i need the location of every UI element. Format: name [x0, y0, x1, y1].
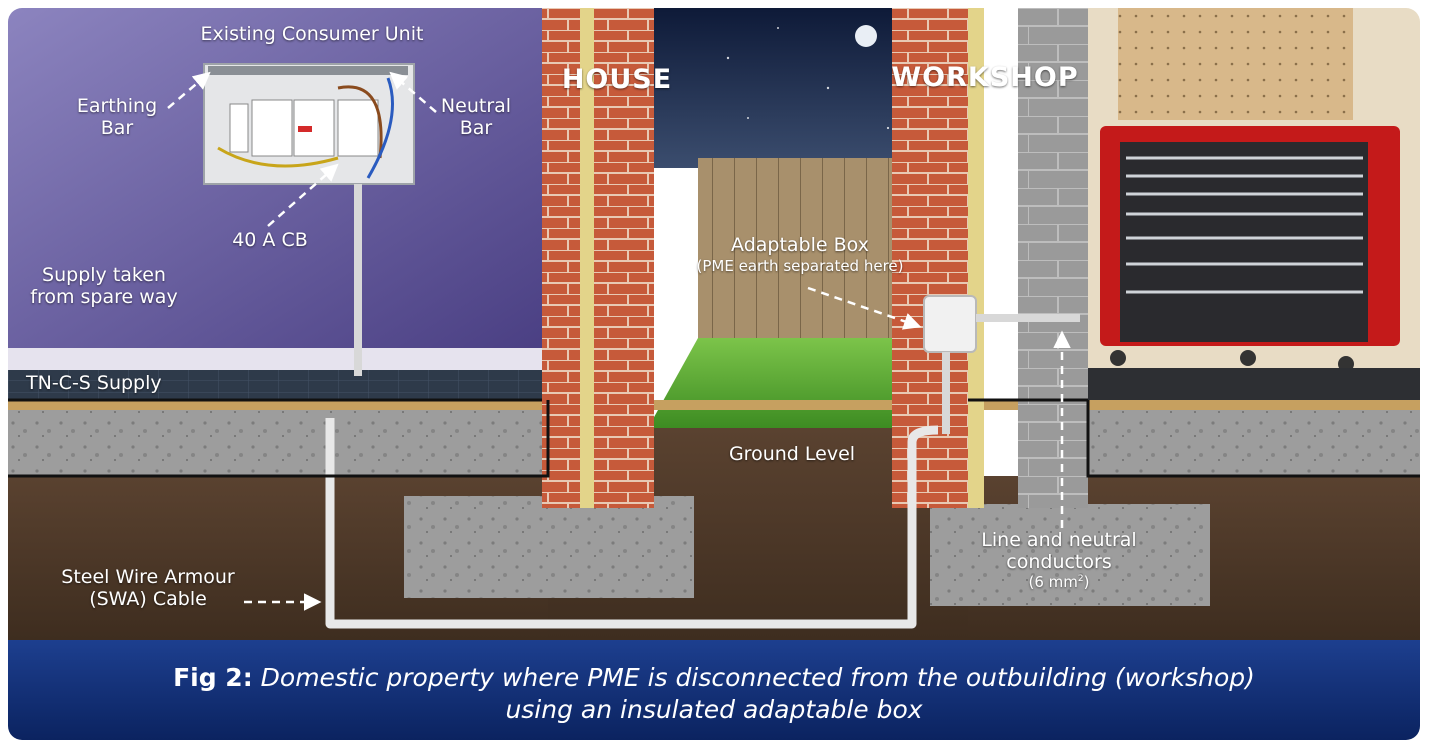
workshop-floor — [1088, 368, 1420, 400]
label-6mm-close: ) — [1083, 572, 1090, 591]
label-swa-cable: Steel Wire Armour (SWA) Cable — [48, 566, 248, 611]
caption-line2: using an insulated adaptable box — [505, 695, 923, 724]
label-earthing-bar: Earthing Bar — [62, 95, 172, 140]
label-supply-line1: Supply taken — [42, 264, 166, 286]
caption-line1: Fig 2: Domestic property where PME is di… — [8, 640, 1420, 694]
label-adaptable-box: Adaptable Box — [731, 234, 869, 256]
label-earthing-line2: Bar — [100, 116, 134, 139]
label-40a-cb: 40 A CB — [232, 229, 308, 251]
label-line-neutral-line3: (6 mm2) — [954, 572, 1164, 591]
consumer-unit — [203, 63, 415, 185]
caption-text1: Domestic property where PME is disconnec… — [260, 663, 1255, 692]
label-tncs-supply: TN-C-S Supply — [26, 372, 162, 394]
label-neutral-bar: Neutral Bar — [426, 95, 526, 140]
moon — [855, 25, 877, 47]
pointer-arrows — [167, 71, 1071, 611]
workshop-block-leaf — [1018, 8, 1088, 508]
figure-caption: Fig 2: Domestic property where PME is di… — [8, 640, 1420, 740]
label-line-neutral: Line and neutral conductors (6 mm2) — [954, 529, 1164, 591]
label-ground-level: Ground Level — [728, 443, 856, 465]
label-6mm-sup: 2 — [1077, 573, 1084, 584]
house-footing — [404, 496, 694, 598]
workshop-footing — [930, 504, 1210, 606]
scene-illustration — [8, 8, 1420, 640]
label-neutral-line1: Neutral — [440, 95, 512, 117]
adaptable-box-shape — [923, 295, 977, 353]
label-supply-spare-way: Supply taken from spare way — [14, 264, 194, 309]
swa-cable — [325, 418, 939, 629]
label-workshop: WORKSHOP — [891, 62, 1079, 93]
house-floor-tiles — [8, 370, 548, 402]
caption-fig-number: Fig 2: — [173, 663, 253, 692]
label-swa-line1: Steel Wire Armour — [61, 566, 235, 588]
label-line-neutral-line2: conductors — [1006, 550, 1112, 573]
house-floor-slab — [8, 410, 548, 476]
conduit-vertical — [354, 184, 362, 376]
house-inner-leaf — [598, 8, 654, 508]
toolbox — [1100, 126, 1400, 372]
label-pme-separated: (PME earth separated here) — [696, 257, 904, 275]
pegboard — [1118, 8, 1353, 120]
workshop-floor-slab — [1088, 410, 1420, 476]
scene: Existing Consumer Unit Earthing Bar Neut… — [8, 8, 1420, 640]
skirting-board — [8, 348, 548, 370]
label-existing-consumer-unit: Existing Consumer Unit — [200, 23, 424, 45]
label-neutral-line2: Bar — [459, 116, 493, 139]
label-house: HOUSE — [561, 64, 673, 95]
garden-fence — [698, 158, 918, 338]
workshop-brick-leaf — [892, 8, 968, 508]
label-earthing-line1: Earthing — [76, 95, 158, 117]
label-swa-line2: (SWA) Cable — [89, 587, 207, 610]
label-line-neutral-line1: Line and neutral — [981, 529, 1137, 551]
label-supply-line2: from spare way — [30, 285, 178, 308]
label-6mm: (6 mm — [1028, 572, 1078, 591]
